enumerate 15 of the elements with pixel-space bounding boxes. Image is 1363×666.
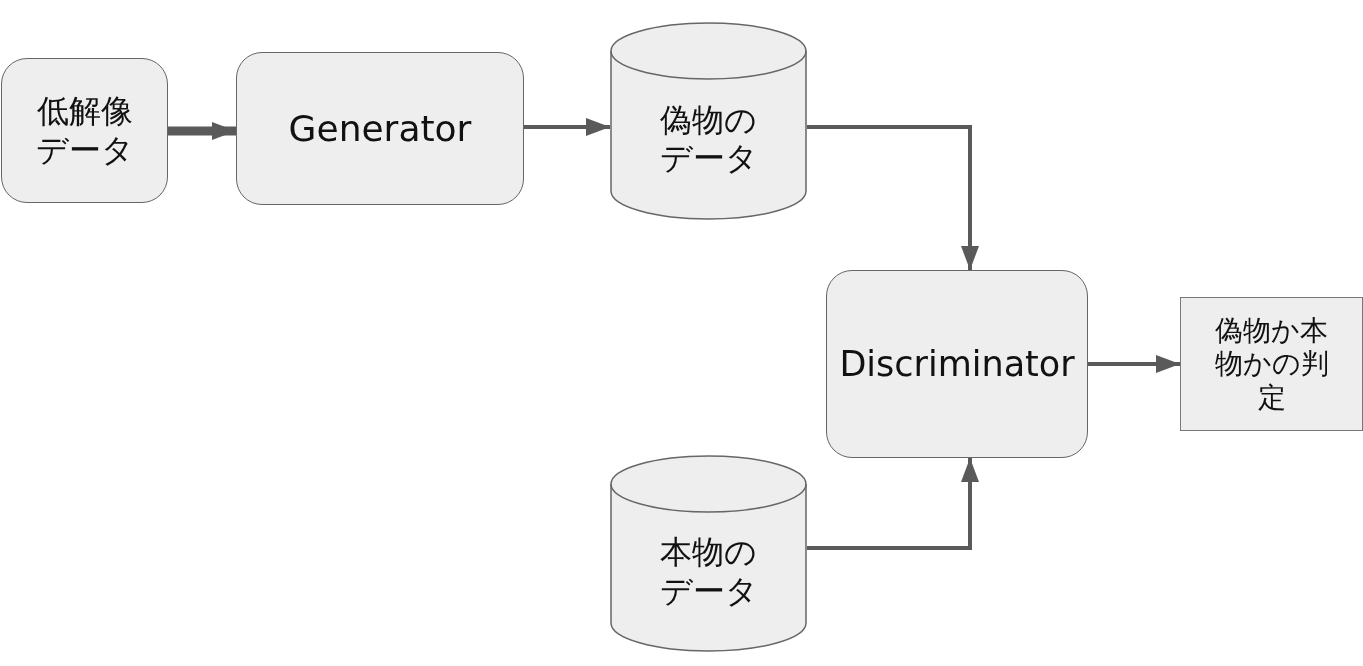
- input-box: [1, 58, 168, 203]
- node-label: 低解像データ: [34, 92, 135, 169]
- node-label: 本物のデータ: [658, 533, 759, 610]
- node-label: 偽物のデータ: [658, 100, 759, 178]
- arrow: [807, 125, 979, 270]
- arrow: [1088, 355, 1180, 373]
- output-box: [1180, 297, 1363, 431]
- arrow: [807, 458, 979, 550]
- node-label: 偽物か本物かの判定: [1213, 313, 1330, 415]
- arrow: [524, 118, 610, 136]
- arrow: [168, 122, 236, 140]
- process-box: [826, 270, 1088, 458]
- node-label: Generator: [287, 106, 473, 151]
- node-label: Discriminator: [838, 343, 1076, 385]
- process-box: [236, 52, 524, 205]
